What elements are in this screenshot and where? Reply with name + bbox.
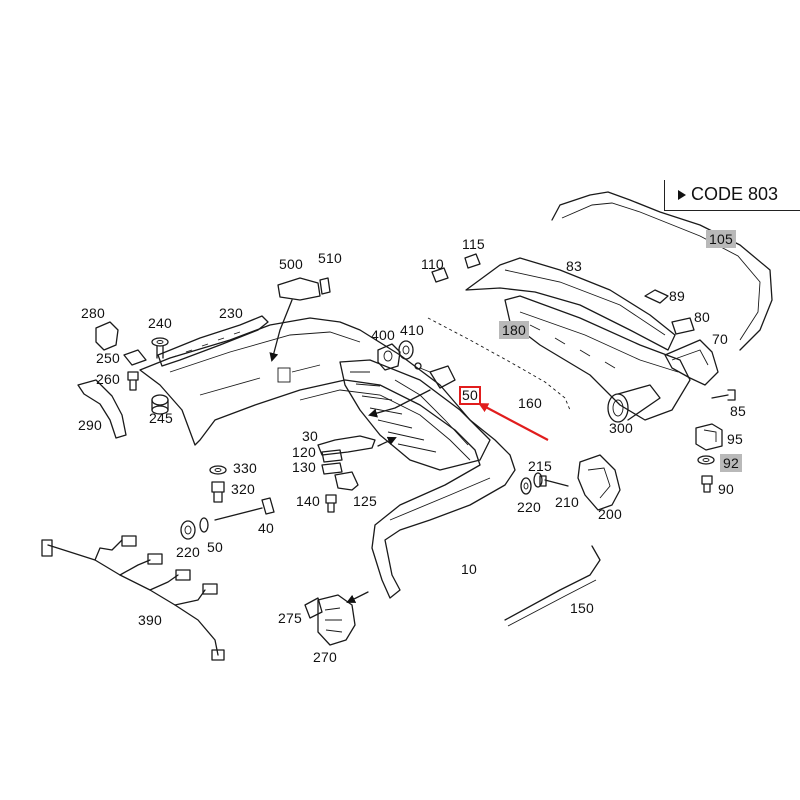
label-280: 280: [81, 305, 105, 321]
wheel-arch-trim-290: [77, 379, 127, 439]
label-230: 230: [219, 305, 243, 321]
label-260: 260: [96, 371, 120, 387]
label-110: 110: [421, 256, 444, 272]
label-210: 210: [555, 494, 579, 510]
washer-50-lower: [199, 517, 209, 533]
cover-500: [277, 277, 321, 301]
label-130: 130: [292, 459, 316, 475]
screw-90: [701, 475, 713, 493]
code-label: CODE 803: [676, 184, 778, 205]
label-105: 105: [706, 230, 736, 248]
label-500: 500: [279, 256, 303, 272]
label-30: 30: [302, 428, 318, 444]
beam-180: [504, 295, 691, 421]
washer-330: [209, 465, 227, 475]
code-label-text: CODE 803: [691, 184, 779, 204]
label-125: 125: [353, 493, 377, 509]
clip-120: [321, 449, 343, 463]
play-arrow-icon: [678, 190, 686, 200]
label-220-right: 220: [517, 499, 541, 515]
code-box: [664, 180, 800, 211]
spacer-245: [151, 394, 169, 415]
label-50-lower: 50: [207, 539, 223, 555]
label-150: 150: [570, 600, 594, 616]
clip-130: [321, 462, 343, 475]
clip-89: [644, 289, 669, 304]
label-245: 245: [149, 410, 173, 426]
screw-320: [211, 481, 225, 503]
clip-80: [671, 317, 695, 335]
label-140: 140: [296, 493, 320, 509]
bracket-125: [334, 471, 359, 491]
label-95: 95: [727, 431, 743, 447]
label-275: 275: [278, 610, 302, 626]
label-250: 250: [96, 350, 120, 366]
label-180: 180: [499, 321, 529, 339]
label-320: 320: [231, 481, 255, 497]
exhaust-300: [607, 384, 661, 423]
bracket-230: [157, 315, 269, 367]
label-330: 330: [233, 460, 257, 476]
clip-115: [464, 253, 481, 269]
clip-95: [695, 423, 723, 451]
bolt-210: [539, 475, 569, 487]
bolt-40: [214, 497, 275, 521]
label-220-left: 220: [176, 544, 200, 560]
label-90: 90: [718, 481, 734, 497]
label-50-highlighted: 50: [459, 386, 481, 405]
label-410: 410: [400, 322, 424, 338]
nut-220-right: [520, 477, 532, 495]
washer-92: [697, 455, 715, 465]
wiring-harness-390: [41, 535, 225, 661]
nut-240: [151, 337, 169, 359]
label-10: 10: [461, 561, 477, 577]
clip-250: [123, 349, 147, 366]
pin-85: [711, 389, 736, 401]
nut-220-left: [180, 520, 196, 540]
cap-510: [319, 277, 331, 295]
tow-hook-cover-50: [414, 362, 456, 389]
washer-215: [533, 472, 543, 488]
label-270: 270: [313, 649, 337, 665]
bracket-280: [95, 321, 119, 351]
screw-260: [127, 371, 139, 391]
label-390: 390: [138, 612, 162, 628]
label-70: 70: [712, 331, 728, 347]
label-240: 240: [148, 315, 172, 331]
clip-110: [431, 267, 449, 283]
label-89: 89: [669, 288, 685, 304]
bracket-200: [577, 454, 621, 511]
clip-275: [304, 597, 323, 619]
label-83: 83: [566, 258, 582, 274]
bracket-270: [317, 594, 356, 646]
label-80: 80: [694, 309, 710, 325]
label-85: 85: [730, 403, 746, 419]
label-92: 92: [720, 454, 742, 472]
label-160: 160: [518, 395, 542, 411]
lower-grille: [339, 359, 491, 471]
screw-140: [325, 494, 337, 513]
bracket-70: [664, 339, 719, 386]
ring-410: [398, 340, 414, 360]
trim-strip-150: [504, 545, 601, 627]
label-200: 200: [598, 506, 622, 522]
sensor-400: [377, 343, 401, 371]
label-510: 510: [318, 250, 342, 266]
label-120: 120: [292, 444, 316, 460]
bracket-30: [317, 435, 376, 456]
label-400: 400: [371, 327, 395, 343]
label-215: 215: [528, 458, 552, 474]
cover-83: [465, 257, 676, 351]
label-290: 290: [78, 417, 102, 433]
diffuser-105: [551, 191, 773, 351]
label-300: 300: [609, 420, 633, 436]
label-40: 40: [258, 520, 274, 536]
label-115: 115: [462, 236, 485, 252]
